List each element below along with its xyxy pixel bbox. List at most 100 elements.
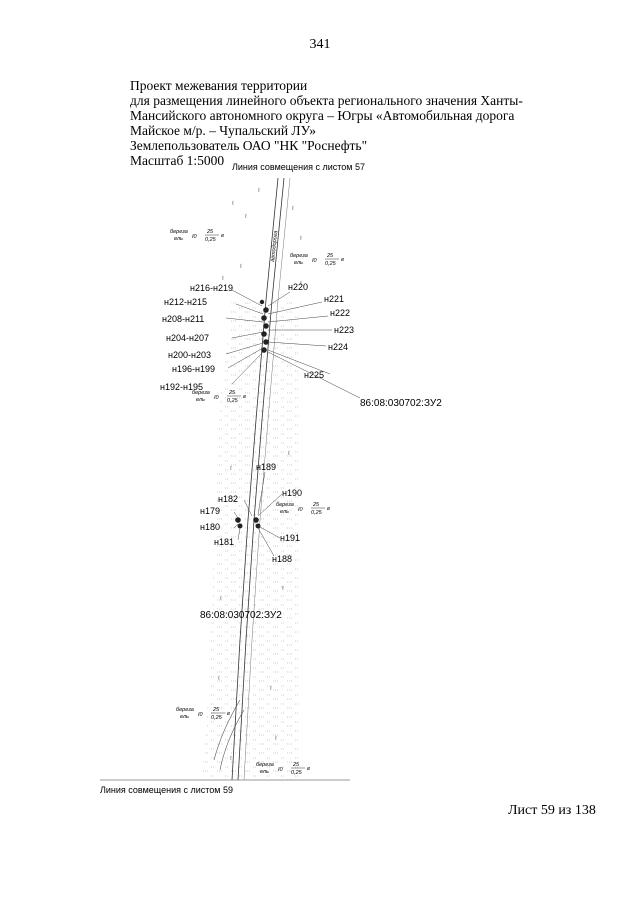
svg-text:ℓ: ℓ — [282, 585, 284, 592]
svg-text:ель: ель — [294, 260, 303, 266]
svg-text:ℓ: ℓ — [258, 187, 260, 194]
label-n188: н188 — [272, 554, 292, 564]
svg-text:I0: I0 — [312, 258, 318, 264]
svg-text:ель: ель — [280, 509, 289, 515]
header-line-5: Землепользователь ОАО "НК "Роснефть" — [130, 138, 368, 153]
svg-text:25: 25 — [326, 253, 334, 259]
svg-text:ℓ: ℓ — [292, 205, 294, 212]
svg-text:ℓ: ℓ — [245, 213, 247, 220]
svg-text:0,25: 0,25 — [205, 237, 217, 243]
header-line-3: Мансийского автономного округа – Югры «А… — [130, 108, 515, 123]
label-n181: н181 — [214, 537, 234, 547]
label-n216-n219: н216-н219 — [190, 283, 233, 293]
svg-text:ель: ель — [174, 236, 183, 242]
label-n208-n211: н208-н211 — [162, 314, 204, 324]
svg-text:в: в — [307, 766, 310, 772]
road-corridor — [213, 177, 291, 781]
svg-text:25: 25 — [312, 502, 320, 508]
svg-text:в: в — [221, 233, 224, 239]
forest-note-1: береза ель I0 25 0,25 в — [170, 229, 224, 243]
label-n225: н225 — [304, 370, 324, 380]
svg-text:береза: береза — [170, 229, 188, 235]
label-n189: н189 — [256, 462, 276, 472]
boundary-points-lower — [235, 517, 261, 529]
svg-text:0,25: 0,25 — [227, 398, 239, 404]
label-n222: н222 — [330, 308, 350, 318]
label-n191: н191 — [280, 533, 300, 543]
label-n220: н220 — [288, 282, 308, 292]
sheet-counter: Лист 59 из 138 — [508, 803, 596, 818]
header-line-4: Майское м/р. – Чупальский ЛУ» — [130, 123, 317, 138]
road-label: автодорога — [270, 230, 279, 262]
svg-text:ℓ: ℓ — [230, 755, 232, 762]
boundary-points-upper — [259, 299, 269, 353]
label-n190: н190 — [282, 488, 302, 498]
svg-text:ℓ: ℓ — [275, 735, 277, 742]
document-header: Проект межевания территории для размещен… — [130, 78, 530, 168]
svg-text:I0: I0 — [214, 395, 220, 401]
top-combination-label: Линия совмещения с листом 57 — [232, 162, 365, 172]
svg-text:береза: береза — [256, 762, 274, 768]
svg-text:ℓ: ℓ — [222, 275, 224, 282]
header-line-1: Проект межевания территории — [130, 78, 308, 93]
svg-text:береза: береза — [290, 253, 308, 259]
parcel-label-lower: 86:08:030702:ЗУ2 — [200, 610, 282, 621]
forest-note-3: береза ель I0 25 0,25 в — [192, 390, 246, 404]
svg-text:25: 25 — [206, 229, 214, 235]
label-n179: н179 — [200, 506, 220, 516]
svg-text:ℓ: ℓ — [230, 465, 232, 472]
svg-text:ℓ: ℓ — [220, 595, 222, 602]
parcel-label-upper: 86:08:030702:ЗУ2 — [360, 398, 442, 409]
label-n182: н182 — [218, 494, 238, 504]
svg-text:ℓ: ℓ — [232, 200, 234, 207]
label-n200-n203: н200-н203 — [168, 350, 211, 360]
swamp-area — [202, 300, 300, 780]
svg-text:ℓ: ℓ — [288, 450, 290, 457]
forest-note-4: береза ель I0 25 0,25 в — [276, 502, 330, 516]
svg-text:0,25: 0,25 — [325, 261, 337, 267]
label-n180: н180 — [200, 522, 220, 532]
header-line-6: Масштаб 1:5000 — [130, 153, 225, 168]
svg-text:ℓ: ℓ — [300, 280, 302, 287]
svg-text:ель: ель — [180, 714, 189, 720]
svg-text:ель: ель — [260, 769, 269, 775]
svg-text:25: 25 — [228, 390, 236, 396]
svg-text:береза: береза — [192, 390, 210, 396]
svg-text:в: в — [341, 257, 344, 263]
page-number: 341 — [309, 37, 331, 52]
vegetation-marks: ℓ ℓ ℓ ℓ ℓ ℓ ℓ ℓ ℓ ℓ ℓ ℓ ℓ ℓ ℓ ℓ — [218, 187, 302, 762]
svg-text:береза: береза — [176, 707, 194, 713]
bottom-combination-label: Линия совмещения с листом 59 — [100, 785, 233, 795]
svg-text:ℓ: ℓ — [240, 263, 242, 270]
label-n224: н224 — [328, 342, 348, 352]
forest-note-2: береза ель I0 25 0,25 в — [290, 253, 344, 267]
svg-text:25: 25 — [212, 707, 220, 713]
svg-text:ℓ: ℓ — [218, 675, 220, 682]
label-n212-n215: н212-н215 — [164, 297, 207, 307]
forest-note-6: береза ель I0 25 0,25 в — [256, 762, 310, 776]
header-line-2: для размещения линейного объекта региона… — [130, 93, 523, 108]
svg-text:I0: I0 — [192, 234, 198, 240]
svg-text:ℓ: ℓ — [300, 235, 302, 242]
forest-note-5: береза ель I0 25 0,25 в — [176, 707, 230, 721]
svg-text:0,25: 0,25 — [211, 715, 223, 721]
label-n196-n199: н196-н199 — [172, 364, 215, 374]
svg-text:ель: ель — [196, 397, 205, 403]
svg-text:в: в — [327, 506, 330, 512]
svg-text:ℓ: ℓ — [270, 685, 272, 692]
svg-text:I0: I0 — [198, 712, 204, 718]
point-labels: н216-н219 н212-н215 н208-н211 н204-н207 … — [160, 282, 354, 564]
svg-text:25: 25 — [292, 762, 300, 768]
svg-text:I0: I0 — [298, 507, 304, 513]
svg-text:береза: береза — [276, 502, 294, 508]
label-n204-n207: н204-н207 — [166, 333, 209, 343]
svg-text:0,25: 0,25 — [311, 510, 323, 516]
svg-text:0,25: 0,25 — [291, 770, 303, 776]
label-n221: н221 — [324, 294, 344, 304]
svg-text:I0: I0 — [278, 767, 284, 773]
label-n192-n195: н192-н195 — [160, 382, 203, 392]
leader-lines — [225, 289, 361, 557]
svg-text:в: в — [227, 711, 230, 717]
label-n223: н223 — [334, 325, 354, 335]
